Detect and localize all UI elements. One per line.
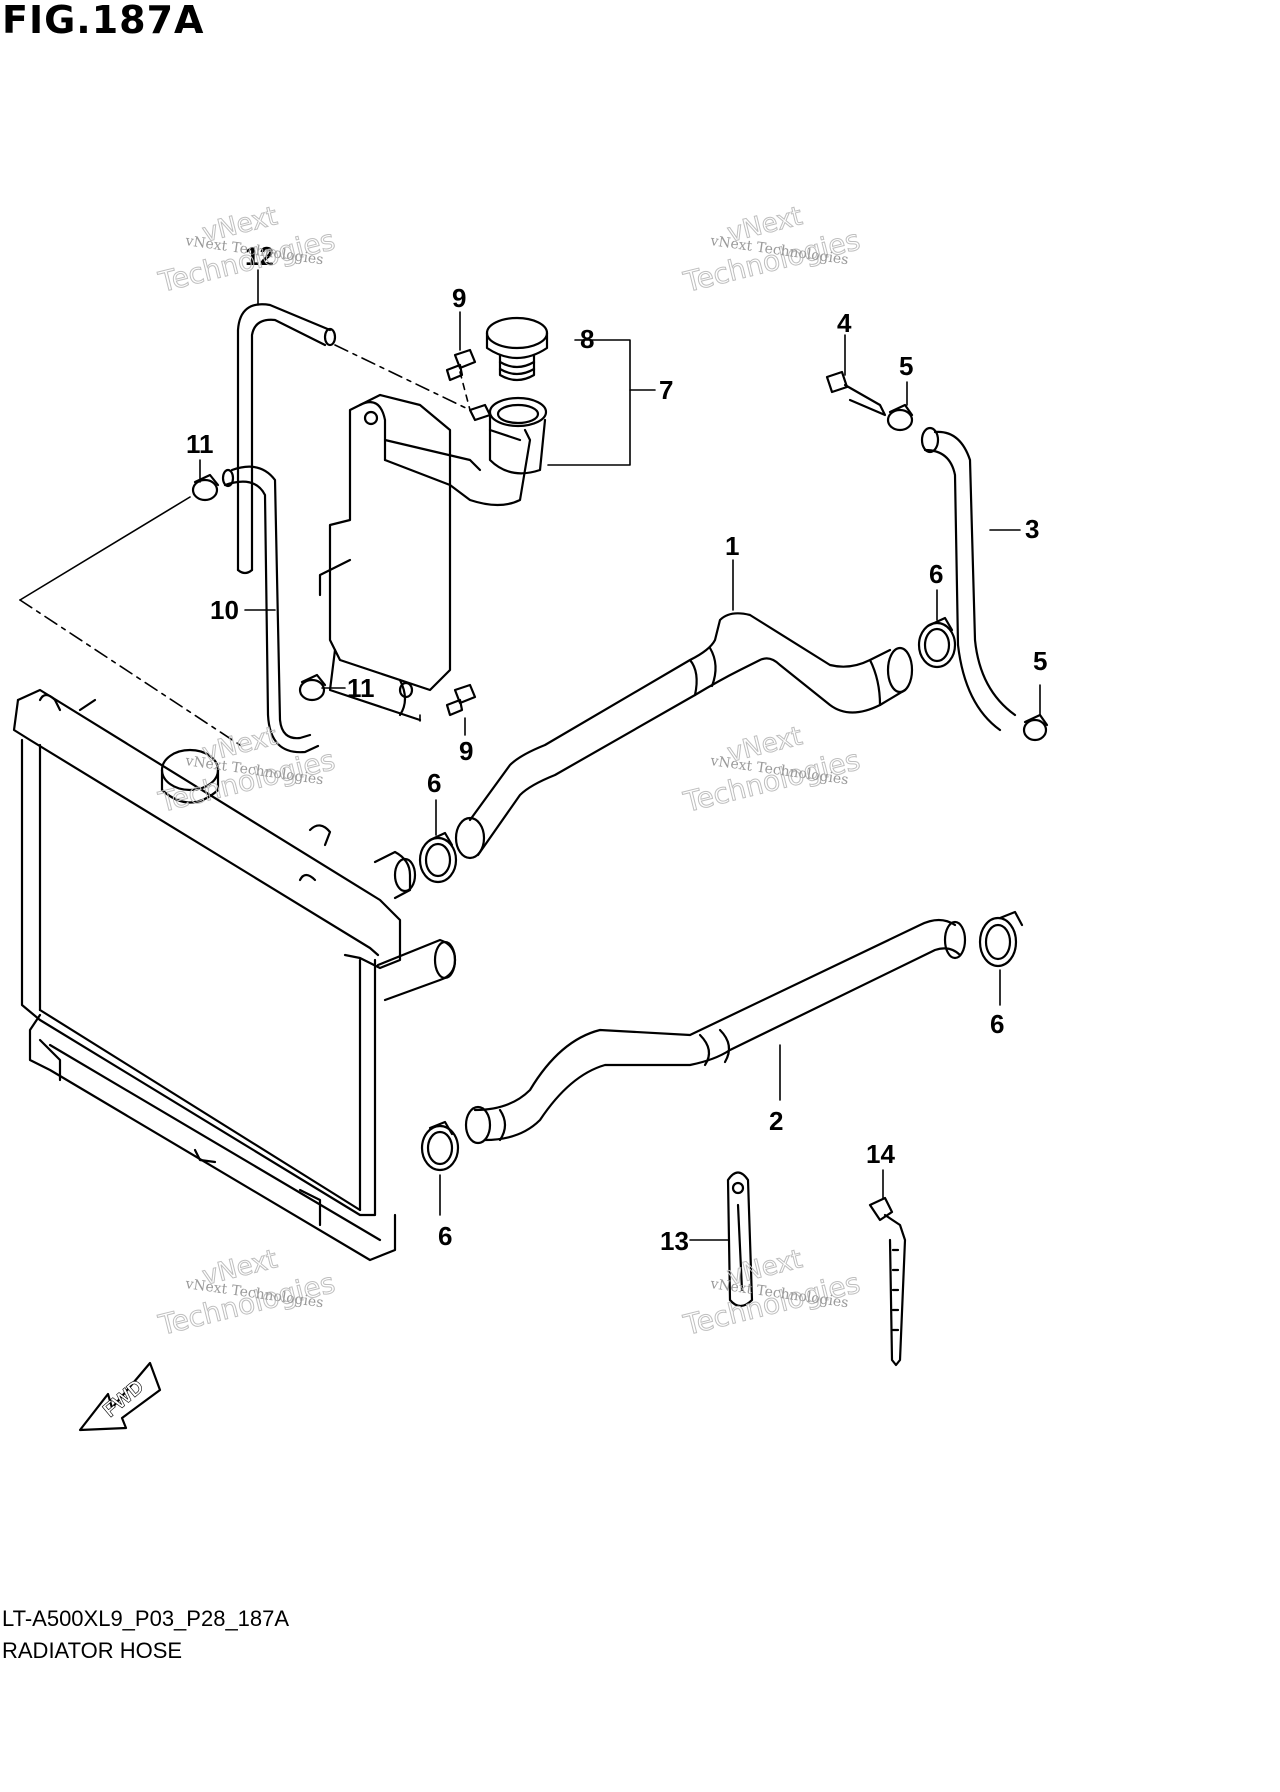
callout-14: 14 [866, 1139, 895, 1169]
bolt-4 [825, 370, 887, 417]
clamp-lower-11 [298, 673, 327, 702]
fwd-label: FWD [99, 1376, 148, 1422]
watermark-top-left: vNext Technologies vNext Technologies [154, 201, 338, 300]
callout-6-hose1-right: 6 [929, 559, 943, 589]
clamp-6-hose2-right [978, 910, 1024, 968]
watermark-mid-right: vNext Technologies vNext Technologies [679, 721, 863, 820]
reservoir-cap [485, 316, 549, 382]
bolt-upper [445, 348, 477, 382]
callout-1: 1 [725, 531, 739, 561]
callout-13: 13 [660, 1226, 689, 1256]
clamp-5-lower [1022, 713, 1049, 742]
leader-lines [19, 269, 1041, 1241]
clamp-6-hose1-left [418, 831, 458, 884]
diagram-caption: RADIATOR HOSE [2, 1638, 183, 1663]
clamp-6-hose1-right [917, 616, 957, 669]
callout-8: 8 [580, 324, 594, 354]
watermark-bottom-left: vNext Technologies vNext Technologies [154, 1244, 338, 1343]
callout-6-hose1-left: 6 [427, 768, 441, 798]
bracket-13 [726, 1171, 754, 1308]
watermark-bottom-right: vNext Technologies vNext Technologies [679, 1244, 863, 1343]
reservoir-tank [318, 393, 548, 722]
overflow-hose [236, 303, 337, 575]
callout-11-lower: 11 [347, 673, 375, 703]
callout-6-hose2-right: 6 [990, 1009, 1004, 1039]
bolt-lower [445, 683, 477, 717]
watermark-top-right: vNext Technologies vNext Technologies [679, 201, 863, 300]
callout-9-upper: 9 [452, 283, 466, 313]
clamp-6-hose2-left [420, 1120, 460, 1172]
callout-7: 7 [659, 375, 673, 405]
hose-3 [920, 426, 1017, 732]
hose-2 [464, 918, 967, 1145]
callout-9-lower: 9 [459, 736, 473, 766]
callout-3: 3 [1025, 514, 1039, 544]
callout-5-lower: 5 [1033, 646, 1047, 676]
callout-4: 4 [837, 308, 852, 338]
radiator [12, 688, 457, 1262]
hose-1 [454, 612, 914, 860]
clamp-5-upper [886, 403, 914, 432]
watermark-mid-left: vNext Technologies vNext Technologies [154, 721, 338, 820]
clamp-upper-11 [191, 473, 220, 502]
breather-hose [221, 465, 320, 754]
callout-5-upper: 5 [899, 351, 913, 381]
fwd-arrow [78, 1361, 162, 1432]
cable-tie-14 [868, 1196, 907, 1367]
callout-2: 2 [769, 1106, 783, 1136]
callout-12: 12 [245, 241, 274, 271]
callout-11-upper: 11 [186, 429, 214, 459]
callout-10: 10 [210, 595, 239, 625]
callout-6-hose2-left: 6 [438, 1221, 452, 1251]
figure-title: FIG.187A [2, 0, 205, 42]
diagram-code: LT-A500XL9_P03_P28_187A [2, 1606, 290, 1631]
